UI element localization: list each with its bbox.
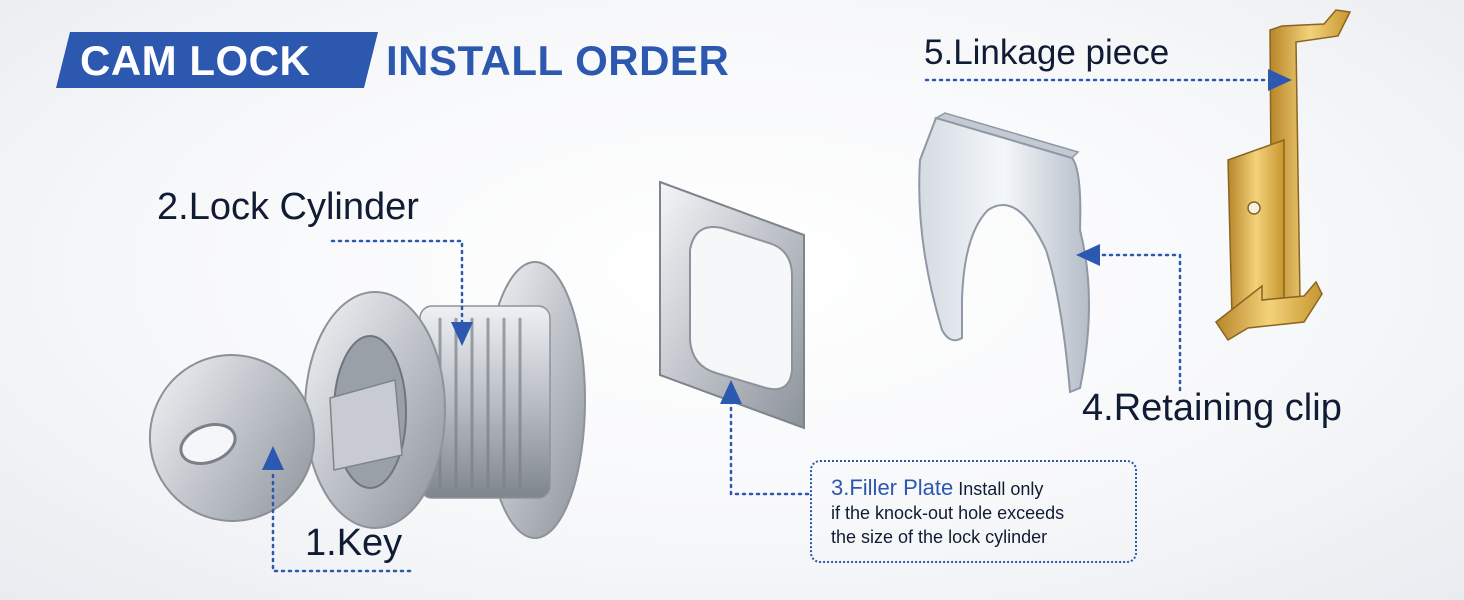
label-linkage-piece: 5.Linkage piece [924, 33, 1170, 72]
retaining-clip-part [918, 112, 1090, 394]
linkage-piece-part [1214, 9, 1352, 342]
title-banner-box [56, 32, 378, 88]
label-retaining-clip: 4.Retaining clip [1082, 387, 1342, 429]
label-filler-plate: 3.Filler Plate [831, 475, 954, 500]
filler-plate-part [659, 180, 805, 430]
label-lock-cylinder: 2.Lock Cylinder [157, 186, 419, 228]
key-part [148, 354, 403, 522]
leader-line-key [271, 468, 412, 573]
arrow-up-icon [720, 380, 742, 404]
title-highlight: CAM LOCK [80, 37, 311, 84]
note-line-3: the size of the lock cylinder [831, 527, 1048, 547]
leader-line-filler-plate [729, 400, 810, 496]
label-key: 1.Key [305, 522, 403, 564]
leader-line-retaining-clip [1098, 253, 1182, 392]
arrow-up-icon [262, 446, 284, 470]
arrow-right-icon [1268, 69, 1292, 91]
leader-line-lock-cylinder [330, 239, 464, 324]
filler-plate-note: 3.Filler Plate Install only if the knock… [810, 460, 1137, 563]
arrow-left-icon [1076, 244, 1100, 266]
note-first-line: 3.Filler Plate Install only [831, 476, 1121, 501]
title-rest: INSTALL ORDER [386, 37, 730, 84]
note-line-1: Install only [958, 479, 1044, 499]
arrow-down-icon [451, 322, 473, 346]
note-line-2: if the knock-out hole exceeds [831, 503, 1065, 523]
